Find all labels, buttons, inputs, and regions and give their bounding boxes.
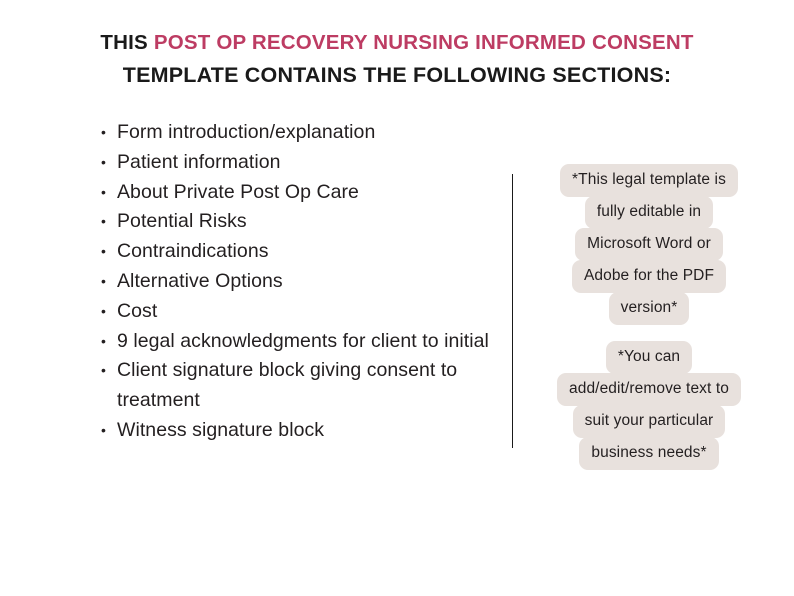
list-item: 9 legal acknowledgments for client to in… [100, 327, 500, 357]
page-title-line-1: THIS POST OP RECOVERY NURSING INFORMED C… [0, 28, 794, 58]
list-item: Client signature block giving consent to… [100, 356, 500, 416]
callout-line: Adobe for the PDF [571, 260, 727, 293]
callout-line: version* [608, 292, 690, 325]
vertical-divider [512, 174, 513, 448]
page-title-accent: POST OP RECOVERY NURSING INFORMED CONSEN… [153, 31, 694, 54]
callout-line: suit your particular [572, 405, 726, 438]
list-item: Contraindications [100, 237, 500, 267]
list-item: Alternative Options [100, 267, 500, 297]
page-title: THIS POST OP RECOVERY NURSING INFORMED C… [0, 28, 794, 90]
callout-line: Microsoft Word or [575, 228, 723, 261]
page-title-prefix: THIS [100, 31, 154, 54]
list-item: Patient information [100, 148, 500, 178]
list-item: Witness signature block [100, 416, 500, 446]
callout-line: fully editable in [584, 196, 714, 229]
page-title-line-2: TEMPLATE CONTAINS THE FOLLOWING SECTIONS… [122, 63, 672, 87]
callout-line: add/edit/remove text to [557, 373, 741, 406]
callout-panel: *This legal template is fully editable i… [524, 164, 774, 470]
callout-block-customisation-note: *You can add/edit/remove text to suit yo… [524, 341, 774, 470]
sections-list: Form introduction/explanation Patient in… [100, 118, 500, 446]
callout-spacer [524, 325, 774, 341]
list-item: Potential Risks [100, 207, 500, 237]
list-item: About Private Post Op Care [100, 178, 500, 208]
callout-line: *This legal template is [560, 164, 738, 197]
callout-block-editable-note: *This legal template is fully editable i… [524, 164, 774, 325]
list-item: Form introduction/explanation [100, 118, 500, 148]
callout-line: business needs* [579, 437, 719, 470]
callout-line: *You can [605, 341, 693, 374]
list-item: Cost [100, 297, 500, 327]
